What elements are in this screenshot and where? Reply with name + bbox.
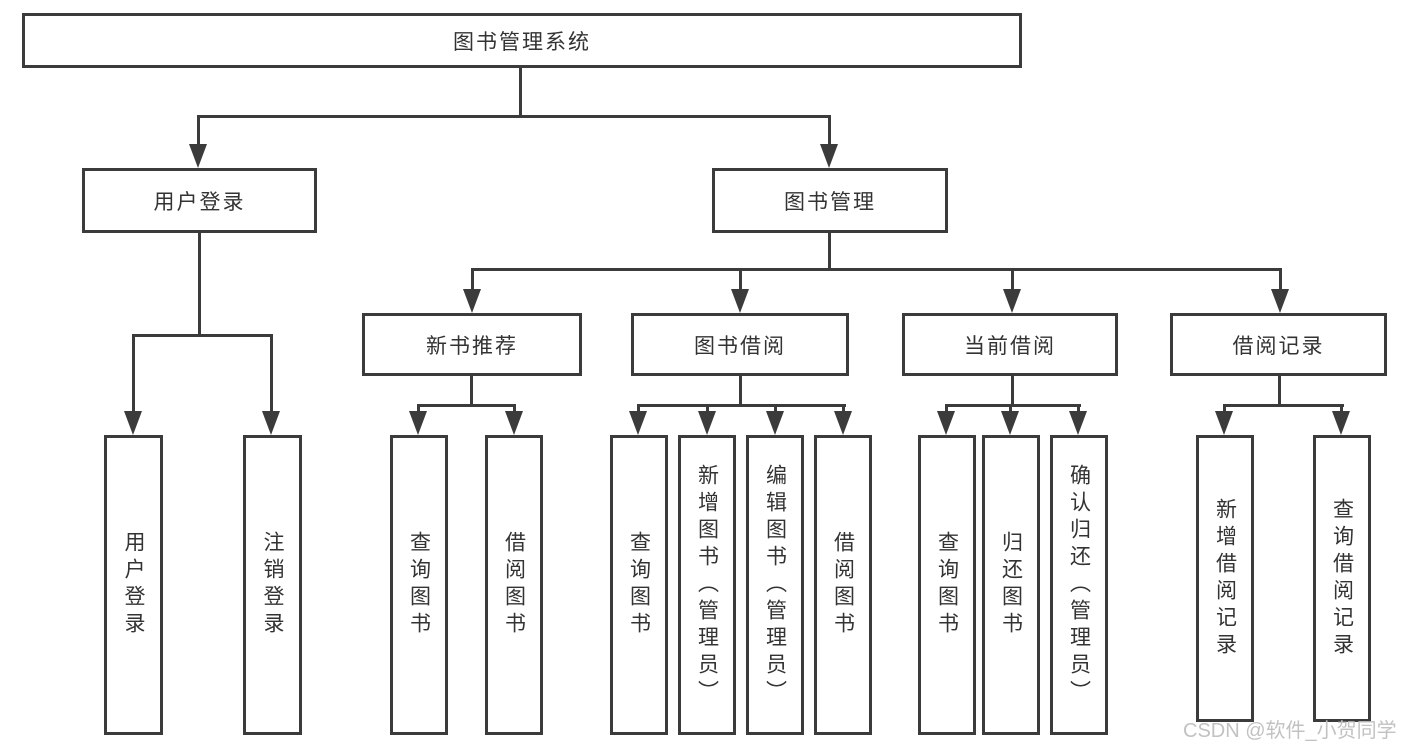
leaf-records-query-record-label: 查询借阅记录 — [1330, 497, 1354, 660]
connector-line — [1278, 376, 1281, 407]
connector-line — [945, 404, 948, 414]
arrow-down-icon — [189, 144, 207, 168]
leaf-recommend-query-books-label: 查询图书 — [407, 531, 431, 639]
connector-line — [828, 233, 831, 270]
connector-line — [739, 268, 742, 292]
connector-line — [842, 404, 845, 414]
arrow-down-icon — [1215, 411, 1233, 435]
csdn-watermark: CSDN @软件_小贺同学 — [1183, 720, 1397, 742]
connector-line — [945, 404, 1081, 407]
node-current-borrowing: 当前借阅 — [902, 313, 1118, 376]
arrow-down-icon — [1001, 411, 1019, 435]
connector-line — [1011, 376, 1014, 407]
leaf-records-query-record: 查询借阅记录 — [1313, 435, 1371, 722]
node-borrowing-records-label: 借阅记录 — [1232, 334, 1325, 358]
leaf-borrowing-add-books-admin-label: 新增图书（管理员） — [695, 463, 719, 707]
leaf-borrowing-edit-books-admin: 编辑图书（管理员） — [746, 435, 804, 735]
arrow-down-icon — [766, 411, 784, 435]
arrow-down-icon — [124, 411, 142, 435]
connector-line — [471, 268, 474, 292]
leaf-recommend-query-books: 查询图书 — [390, 435, 448, 735]
node-user-login-label: 用户登录 — [153, 190, 246, 214]
leaf-user-login-label: 用户登录 — [122, 531, 145, 639]
connector-line — [1223, 404, 1226, 414]
leaf-user-login: 用户登录 — [104, 435, 163, 735]
connector-line — [1077, 404, 1080, 414]
connector-line — [1223, 404, 1344, 407]
connector-line — [706, 404, 709, 414]
node-root: 图书管理系统 — [22, 13, 1022, 68]
node-root-label: 图书管理系统 — [453, 30, 591, 54]
leaf-logout: 注销登录 — [243, 435, 302, 735]
leaf-current-query-books-label: 查询图书 — [935, 531, 959, 639]
connector-line — [470, 376, 473, 407]
node-book-borrowing-label: 图书借阅 — [694, 334, 786, 358]
connector-line — [1011, 268, 1014, 292]
node-book-management-label: 图书管理 — [784, 190, 876, 214]
leaf-current-return-books: 归还图书 — [982, 435, 1040, 735]
connector-line — [197, 115, 831, 118]
connector-line — [198, 233, 201, 337]
leaf-borrowing-borrow-books-label: 借阅图书 — [831, 531, 855, 639]
leaf-current-return-books-label: 归还图书 — [999, 531, 1023, 639]
leaf-records-add-record: 新增借阅记录 — [1196, 435, 1254, 722]
arrow-down-icon — [698, 411, 716, 435]
connector-line — [637, 404, 640, 414]
connector-line — [1009, 404, 1012, 414]
leaf-recommend-borrow-books-label: 借阅图书 — [502, 531, 526, 639]
leaf-borrowing-borrow-books: 借阅图书 — [814, 435, 872, 735]
arrow-down-icon — [409, 411, 427, 435]
leaf-borrowing-edit-books-admin-label: 编辑图书（管理员） — [763, 463, 787, 707]
node-book-management: 图书管理 — [712, 168, 948, 233]
connector-line — [1340, 404, 1343, 414]
leaf-recommend-borrow-books: 借阅图书 — [485, 435, 543, 735]
leaf-current-query-books: 查询图书 — [918, 435, 976, 735]
connector-line — [519, 68, 522, 117]
arrow-down-icon — [1271, 289, 1289, 313]
node-user-login: 用户登录 — [82, 168, 317, 233]
node-new-book-recommend: 新书推荐 — [362, 313, 582, 376]
connector-line — [1279, 268, 1282, 292]
connector-line — [471, 268, 1282, 271]
leaf-current-confirm-return-admin: 确认归还（管理员） — [1050, 435, 1108, 735]
leaf-current-confirm-return-admin-label: 确认归还（管理员） — [1067, 463, 1091, 707]
connector-line — [637, 404, 846, 407]
connector-line — [739, 376, 742, 407]
connector-line — [513, 404, 516, 414]
connector-line — [132, 334, 273, 337]
connector-line — [417, 404, 516, 407]
arrow-down-icon — [463, 289, 481, 313]
leaf-logout-label: 注销登录 — [261, 531, 284, 639]
node-current-borrowing-label: 当前借阅 — [964, 334, 1056, 358]
leaf-borrowing-query-books: 查询图书 — [610, 435, 668, 735]
leaf-borrowing-query-books-label: 查询图书 — [627, 531, 651, 639]
leaf-records-add-record-label: 新增借阅记录 — [1213, 497, 1237, 660]
leaf-borrowing-add-books-admin: 新增图书（管理员） — [678, 435, 736, 735]
node-book-borrowing: 图书借阅 — [631, 313, 849, 376]
arrow-down-icon — [834, 411, 852, 435]
arrow-down-icon — [731, 289, 749, 313]
connector-line — [197, 115, 200, 146]
arrow-down-icon — [1069, 411, 1087, 435]
arrow-down-icon — [1003, 289, 1021, 313]
arrow-down-icon — [1332, 411, 1350, 435]
arrow-down-icon — [262, 411, 280, 435]
connector-line — [270, 334, 273, 413]
arrow-down-icon — [820, 144, 838, 168]
arrow-down-icon — [629, 411, 647, 435]
arrow-down-icon — [505, 411, 523, 435]
connector-line — [417, 404, 420, 414]
node-new-book-recommend-label: 新书推荐 — [426, 334, 518, 358]
node-borrowing-records: 借阅记录 — [1170, 313, 1387, 376]
connector-line — [828, 115, 831, 146]
connector-line — [774, 404, 777, 414]
connector-line — [132, 334, 135, 413]
arrow-down-icon — [937, 411, 955, 435]
